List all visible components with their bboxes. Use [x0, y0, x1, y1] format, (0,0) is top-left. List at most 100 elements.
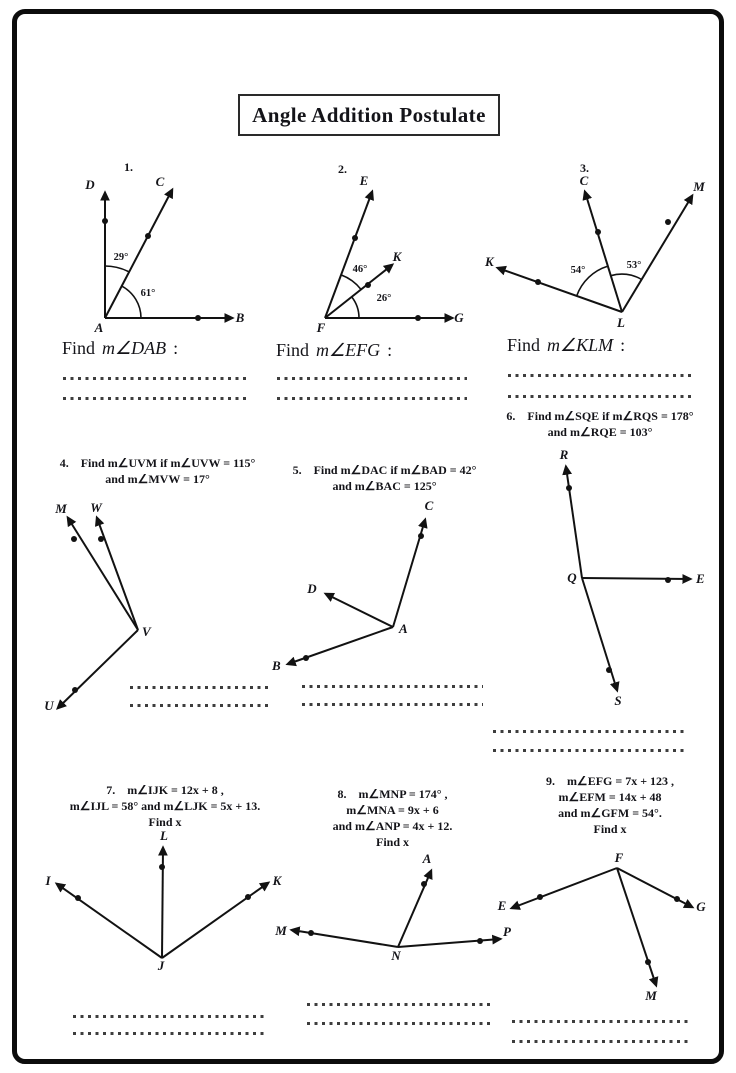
point-label: E [497, 898, 507, 913]
colon: : [620, 335, 626, 355]
statement-text: Find m∠DAC if m∠BAD = 42° [313, 463, 477, 477]
angle-arc [575, 265, 609, 297]
ray-dot [308, 930, 314, 936]
target-angle: m∠KLM [547, 335, 614, 355]
statement-line: m∠IJL = 58° and m∠LJK = 5x + 13. [69, 799, 261, 813]
ray-dot [195, 315, 201, 321]
problem-2-question: Find m∠EFG: [276, 340, 392, 361]
ray-line [581, 573, 693, 584]
ray-dot [674, 896, 680, 902]
point-label: B [271, 658, 281, 673]
statement-line: and m∠GFM = 54°. [558, 806, 662, 820]
problem-4-statement: 4. Find m∠UVM if m∠UVW = 115° and m∠MVW =… [35, 455, 280, 487]
colon: : [387, 340, 393, 360]
statement-line: and m∠MVW = 17° [105, 472, 210, 486]
ray-dot [71, 536, 77, 542]
ray-dot [72, 687, 78, 693]
angle-arc [340, 274, 362, 291]
statement-line: 4. Find m∠UVM if m∠UVW = 115° [35, 455, 280, 471]
statement-text: m∠EFG = 7x + 123 , [566, 774, 675, 788]
problem-5-statement: 5.Find m∠DAC if m∠BAD = 42° and m∠BAC = … [272, 462, 497, 494]
point-label: G [454, 310, 464, 325]
answer-line [493, 730, 688, 733]
statement-line: Find x [593, 822, 627, 836]
point-label: I [44, 873, 51, 888]
target-angle: m∠DAB [102, 338, 167, 358]
ray-line [56, 629, 139, 710]
problem-6-diagram: R E S Q [559, 447, 705, 708]
problem-4-diagram: M W U V [44, 500, 152, 713]
answer-line [63, 397, 248, 400]
angle-value: 29° [114, 252, 129, 263]
problem-6-statement: 6.Find m∠SQE if m∠RQS = 178° and m∠RQE =… [480, 408, 720, 440]
problem-5-number: 5. [292, 463, 302, 477]
point-label: S [614, 693, 621, 708]
ray-dot [159, 864, 165, 870]
colon: : [173, 338, 179, 358]
ray-line [54, 882, 163, 959]
ray-line [397, 934, 503, 948]
angle-value: 53° [627, 260, 642, 271]
answer-line [307, 1022, 490, 1025]
statement-text: m∠IJK = 12x + 8 , [127, 783, 224, 797]
answer-line [130, 686, 270, 689]
point-label: L [159, 828, 168, 843]
ray-dot [665, 219, 671, 225]
point-label: K [484, 254, 495, 269]
point-label: B [235, 310, 245, 325]
problem-9-statement: 9.m∠EFG = 7x + 123 , m∠EFM = 14x + 48 an… [505, 773, 715, 837]
point-label: M [692, 179, 705, 194]
ray-dot [418, 533, 424, 539]
ray-line [161, 881, 271, 959]
ray-dot [102, 218, 108, 224]
problem-8-diagram: A M P N [274, 851, 512, 963]
ray-line [621, 193, 694, 313]
ray-line [104, 187, 174, 319]
problem-9-diagram: E G M F [497, 850, 707, 1003]
vertex-label: A [398, 621, 408, 636]
point-label: G [696, 899, 706, 914]
angle-value: 26° [377, 293, 392, 304]
vertex-label: Q [567, 570, 577, 585]
problem-7-number: 7. [106, 783, 116, 797]
ray-dot [303, 655, 309, 661]
ray-line [582, 189, 623, 313]
point-label: K [392, 249, 403, 264]
answer-line [302, 703, 483, 706]
answer-line [493, 749, 688, 752]
point-label: R [559, 447, 569, 462]
problem-9-number: 9. [545, 774, 555, 788]
statement-line: 5. Find m∠DAC if m∠BAD = 42° [272, 462, 497, 478]
target-angle: m∠EFG [316, 340, 381, 360]
answer-line [277, 397, 467, 400]
answer-line [302, 685, 483, 688]
statement-line: 9. m∠EFG = 7x + 123 , [505, 773, 715, 789]
statement-text: Find m∠UVM if m∠UVW = 115° [80, 456, 256, 470]
statement-line: 7. m∠IJK = 12x + 8 , [40, 782, 290, 798]
answer-line [508, 374, 692, 377]
vertex-label: N [390, 948, 401, 963]
answer-line [63, 377, 248, 380]
find-word: Find [276, 340, 310, 360]
ray-dot [365, 282, 371, 288]
angle-arc [610, 273, 643, 281]
answer-line [73, 1015, 267, 1018]
answer-line [512, 1040, 688, 1043]
problem-3-diagram: 54° 53° K C M L [484, 173, 705, 330]
problem-4-number: 4. [59, 456, 69, 470]
answer-line [508, 395, 692, 398]
problem-7-diagram: L I K J [44, 828, 282, 973]
angle-arc [351, 296, 360, 319]
point-label: C [425, 498, 434, 513]
ray-dot [566, 485, 572, 491]
problem-5-diagram: C D B A [271, 498, 434, 673]
page-border [12, 9, 724, 1064]
ray-dot [415, 315, 421, 321]
angle-value: 61° [141, 288, 156, 299]
ray-line [289, 926, 399, 948]
problem-1-number: 1. [124, 160, 133, 174]
angle-arc [121, 285, 142, 319]
angle-value: 54° [571, 265, 586, 276]
point-label: E [695, 571, 705, 586]
